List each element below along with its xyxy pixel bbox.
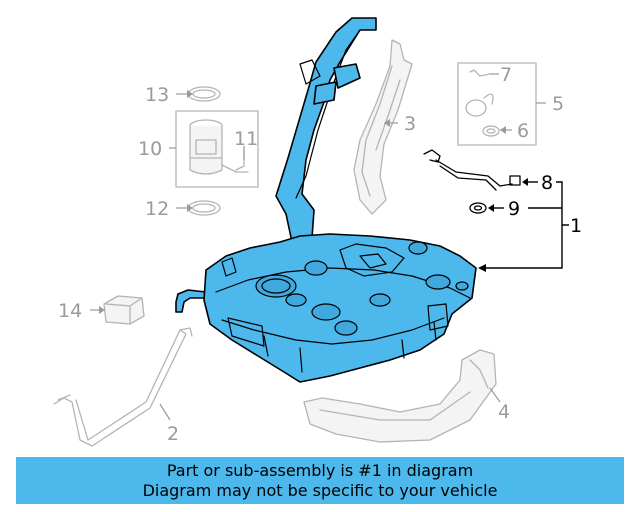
part-3-heat-shield: [353, 39, 413, 215]
callout-1: 1: [570, 215, 582, 237]
leader-4: [489, 387, 501, 403]
callout-14: 14: [58, 300, 82, 322]
leader-3-arrow: [384, 119, 390, 127]
banner-line-1: Part or sub-assembly is #1 in diagram: [166, 460, 474, 480]
part-2-strap: [53, 327, 193, 447]
callout-13: 13: [145, 84, 169, 106]
callout-7: 7: [500, 64, 512, 86]
part-10-pump-module: [189, 119, 249, 175]
part-10-box: [175, 110, 259, 188]
callout-4: 4: [498, 401, 510, 423]
part-7-tether: [469, 69, 491, 77]
callout-8: 8: [541, 172, 553, 194]
part-11-sensor: [235, 149, 245, 171]
part-5-box: [457, 62, 537, 146]
part-6-cap: [465, 93, 500, 137]
info-banner: Part or sub-assembly is #1 in diagram Di…: [16, 457, 624, 504]
leader-6-arrow: [500, 126, 506, 134]
callout-12: 12: [145, 198, 169, 220]
callout-6: 6: [517, 120, 529, 142]
callout-10: 10: [138, 138, 162, 160]
leader-13-arrow: [187, 90, 193, 98]
leader-2: [159, 403, 171, 421]
leader-8-arrow: [522, 178, 528, 186]
part-9-grommet: [469, 202, 487, 214]
banner-line-2: Diagram may not be specific to your vehi…: [142, 480, 498, 500]
callout-3: 3: [404, 113, 416, 135]
part-8-vent-line: [423, 149, 521, 191]
callout-2: 2: [167, 423, 179, 445]
part-4-heat-shield: [303, 349, 497, 443]
leader-1-bracket: [486, 181, 569, 269]
callout-11: 11: [234, 128, 258, 150]
part-14-module: [103, 295, 145, 325]
part-1-fuel-tank: [175, 17, 477, 383]
leader-14-arrow: [99, 306, 105, 314]
leader-1-arrow: [478, 264, 486, 272]
leader-9-arrow: [488, 204, 494, 212]
callout-9: 9: [508, 198, 520, 220]
callout-5: 5: [552, 93, 564, 115]
leader-12-arrow: [187, 204, 193, 212]
